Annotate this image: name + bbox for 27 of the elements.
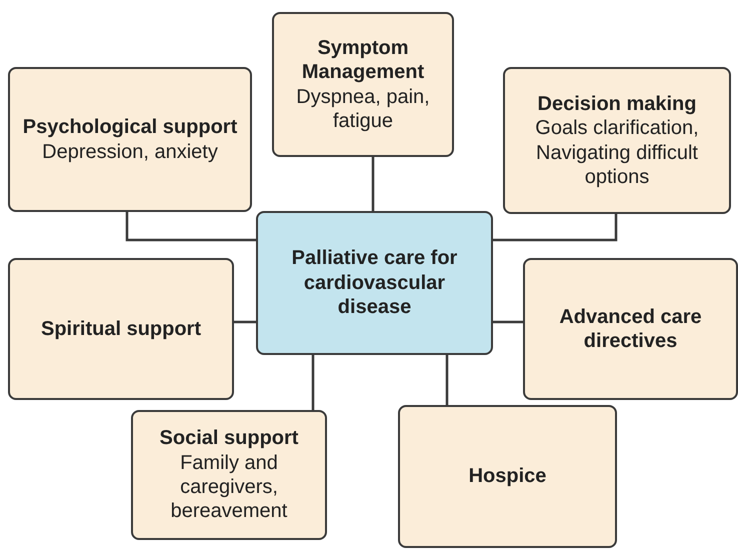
connector-line (493, 320, 523, 324)
topic-box (8, 67, 252, 212)
topic-box (523, 258, 738, 400)
box-text: Dyspnea, pain, fatigue (295, 84, 431, 134)
box-heading: Social support (160, 426, 298, 451)
connector-line (372, 157, 374, 211)
box-heading: Palliative care for cardiovascular disease (290, 246, 458, 320)
connector-line (446, 355, 448, 405)
box-heading: Decision making (538, 92, 696, 116)
connector-line (234, 320, 256, 324)
topic-box (398, 405, 617, 548)
box-heading: Hospice (468, 464, 546, 489)
topic-box (131, 410, 327, 540)
box-heading: Psychological support (22, 115, 238, 140)
topic-box (503, 67, 731, 214)
box-text: Depression, anxiety (42, 140, 218, 164)
central-topic-box (256, 211, 493, 355)
topic-box (8, 258, 234, 400)
box-heading: Spiritual support (41, 316, 201, 342)
box-heading: Advanced care directives (558, 304, 703, 354)
box-text: Family and caregivers, bereavement (170, 450, 288, 524)
topic-box (272, 12, 454, 157)
box-text: Goals clarification, Navigating difficult options (534, 116, 700, 190)
connector-line (312, 355, 314, 410)
box-heading: Symptom Management (300, 36, 426, 84)
connector-line (493, 214, 618, 242)
connector-line (126, 212, 256, 242)
